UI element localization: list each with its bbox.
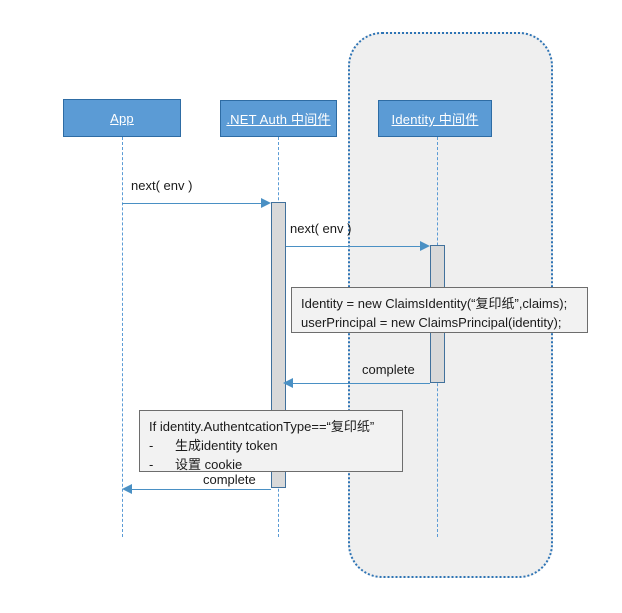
note-condition-bullet-2: - 设置 cookie [149, 455, 393, 474]
participant-identity[interactable]: Identity 中间件 [378, 100, 492, 137]
message-line-2 [286, 246, 420, 247]
note-condition-bullet-1: - 生成identity token [149, 436, 393, 455]
note-code-line-2: userPrincipal = new ClaimsPrincipal(iden… [301, 315, 562, 330]
note-bullet-text-1: 生成identity token [175, 438, 278, 453]
message-label-complete-1: complete [362, 362, 415, 377]
message-line-3 [292, 383, 430, 384]
participant-app-label: App [110, 110, 134, 126]
participant-netauth-label: .NET Auth 中间件 [226, 112, 331, 127]
message-label-next-env-2: next( env ) [290, 221, 352, 236]
note-condition-heading: If identity.AuthentcationType==“复印纸” [149, 419, 375, 434]
note-condition: If identity.AuthentcationType==“复印纸” - 生… [139, 410, 403, 472]
message-arrowhead-3 [283, 378, 293, 388]
participant-identity-label: Identity 中间件 [391, 112, 479, 127]
participant-app[interactable]: App [63, 99, 181, 137]
note-code: Identity = new ClaimsIdentity(“复印纸”,clai… [291, 287, 588, 333]
message-label-next-env-1: next( env ) [131, 178, 193, 193]
note-bullet-dash-2: - [149, 457, 154, 472]
message-arrowhead-4 [122, 484, 132, 494]
message-arrowhead-1 [261, 198, 271, 208]
note-bullet-dash-1: - [149, 438, 154, 453]
message-label-complete-2: complete [203, 472, 256, 487]
message-arrowhead-2 [420, 241, 430, 251]
participant-netauth[interactable]: .NET Auth 中间件 [220, 100, 337, 137]
message-line-1 [122, 203, 262, 204]
note-bullet-text-2: 设置 cookie [175, 457, 243, 472]
lifeline-app [122, 137, 123, 537]
note-code-line-1: Identity = new ClaimsIdentity(“复印纸”,clai… [301, 296, 568, 311]
message-line-4 [131, 489, 271, 490]
